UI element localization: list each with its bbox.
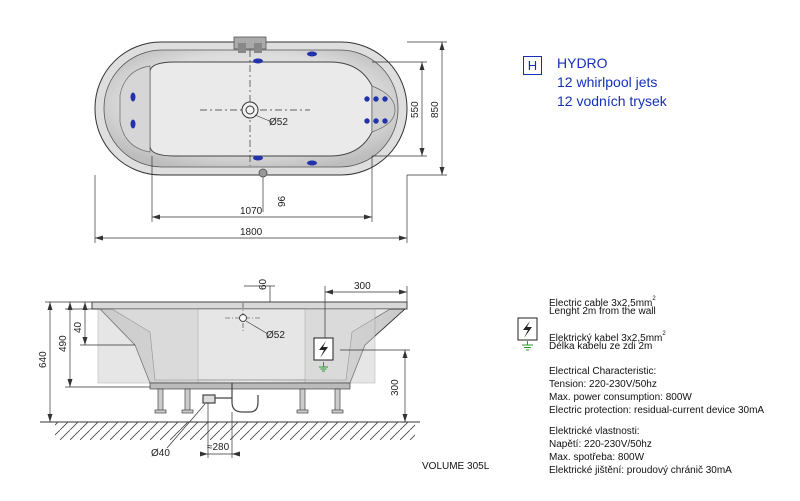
side-dim-arrows [47, 289, 408, 457]
drain-label-top: Ø52 [269, 117, 288, 128]
hydro-title: HYDRO [557, 55, 608, 71]
drain-side-leader [245, 320, 269, 335]
faucet-right [254, 43, 262, 53]
jet [253, 58, 263, 64]
hydro-line-2: 12 vodních trysek [557, 93, 667, 109]
top-view: Ø52 [94, 36, 447, 243]
height-label: 850 [430, 101, 441, 118]
spec-cz-power: Max. spotřeba: 800W [549, 452, 645, 463]
side-view: Ø52 [38, 278, 420, 459]
spec-cz-heading: Elektrické vlastnosti: [549, 426, 640, 437]
spec-en-heading: Electrical Characteristic: [549, 366, 657, 377]
spec-cz-tension: Napětí: 220-230V/50hz [549, 439, 652, 450]
spec-en-tension: Tension: 220-230V/50hz [549, 379, 657, 390]
drain-side [239, 314, 247, 322]
spec-cz-protection: Elektrické jištění: proudový chránič 30m… [549, 465, 732, 476]
electric-box-ground [319, 362, 328, 372]
inner-height-label: 550 [410, 101, 421, 118]
jet [382, 96, 388, 102]
top-dimensions [94, 41, 447, 243]
jet [307, 160, 317, 166]
overflow [258, 168, 268, 178]
electric-box-bolt [319, 341, 328, 358]
jet [253, 155, 263, 161]
pipe-offset-label: ≈280 [207, 442, 230, 453]
ground-symbol-icon [522, 341, 533, 351]
siphon [202, 383, 259, 413]
jet [130, 92, 136, 102]
drain-outer [241, 101, 259, 119]
jet [130, 119, 136, 129]
inner-width-label: 1070 [240, 206, 263, 217]
faucet-left [238, 43, 246, 53]
jet [373, 96, 379, 102]
drain-inner [245, 105, 255, 115]
leg-height-label: 300 [390, 379, 401, 396]
panel-left [97, 308, 199, 384]
jet [382, 118, 388, 124]
legs [154, 388, 344, 414]
tub-basin [149, 61, 373, 157]
hydro-line-1: 12 whirlpool jets [557, 74, 658, 90]
floor-hatch [55, 422, 415, 440]
total-height-label: 640 [38, 351, 49, 368]
drain-leader [254, 114, 273, 123]
frame-base [149, 382, 351, 390]
whirlpool-jets [130, 51, 388, 166]
spec-en-power: Max. power consumption: 800W [549, 392, 692, 403]
volume-label: VOLUME 305L [422, 461, 490, 472]
cable-cz-superscript: 2 [662, 331, 666, 337]
hydro-badge: H [523, 56, 542, 75]
rim-thickness-label: 40 [73, 321, 84, 333]
rim-height-label: 490 [58, 335, 69, 352]
cable-en-superscript: 2 [652, 296, 656, 302]
drain-label-side: Ø52 [266, 330, 285, 341]
jet [373, 118, 379, 124]
top-offset-label: 60 [258, 278, 269, 290]
jet [364, 96, 370, 102]
tub-seat-left [119, 65, 151, 153]
cable-cz-line2: Délka kabelu ze zdi 2m [549, 341, 653, 352]
offset-label: 96 [277, 195, 288, 207]
cable-cz-line1: Elektrický kabel 3x2,5mm2 [549, 331, 666, 344]
jet [364, 118, 370, 124]
side-dimensions [45, 285, 410, 458]
top-dim-arrows [95, 42, 445, 241]
pipe-label: Ø40 [151, 448, 170, 459]
lightning-bolt-icon [517, 317, 538, 341]
tub-rim [91, 301, 408, 310]
jet [307, 51, 317, 57]
cable-en-line2: Lenght 2m from the wall [549, 306, 656, 317]
width-label: 1800 [240, 227, 263, 238]
panel-offset-label: 300 [354, 281, 371, 292]
spec-en-protection: Electric protection: residual-current de… [549, 405, 765, 416]
cable-en-line1: Electric cable 3x2,5mm2 [549, 296, 656, 309]
